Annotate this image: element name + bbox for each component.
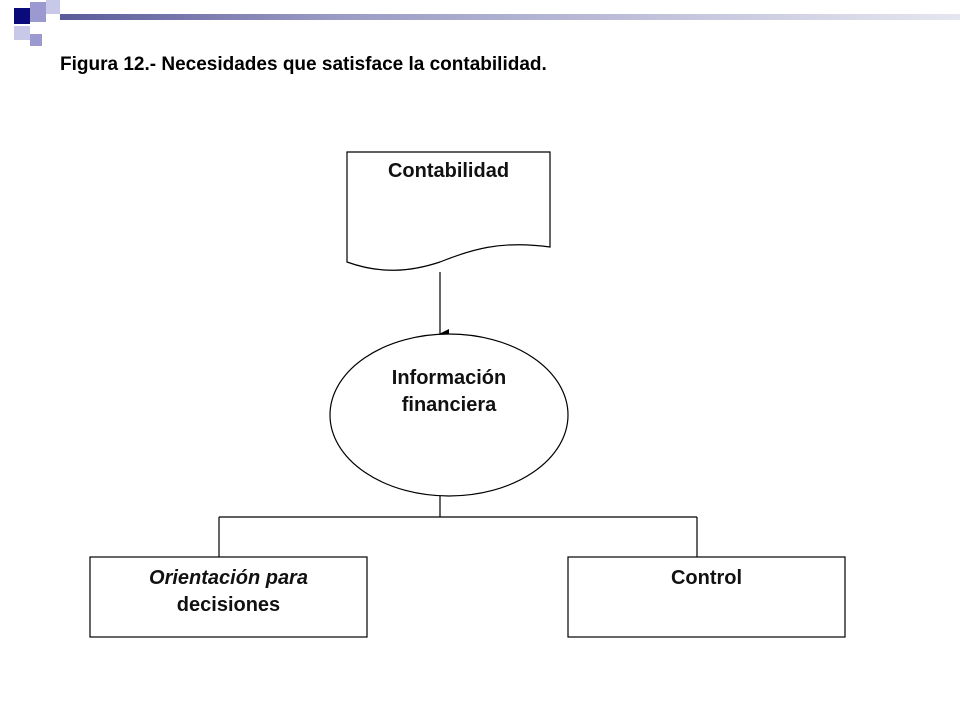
informacion-label-line1: Información — [391, 367, 507, 389]
decorative-square-periwinkle-lower — [30, 34, 42, 46]
orientacion-rectangle-shape — [89, 556, 368, 638]
control-label: Control — [568, 565, 845, 592]
header-gradient-line — [60, 14, 960, 20]
orientacion-label-line2: decisiones — [176, 594, 281, 616]
orientacion-label: Orientación para decisiones — [90, 565, 367, 619]
orientacion-label-line1: Orientación para — [149, 567, 308, 589]
informacion-ellipse-shape — [329, 333, 569, 497]
control-rectangle-shape — [567, 556, 846, 638]
contabilidad-label: Contabilidad — [347, 158, 550, 185]
contabilidad-document-shape — [346, 151, 551, 271]
control-label-text: Control — [670, 567, 743, 589]
informacion-label: Información financiera — [330, 365, 568, 419]
decorative-square-light-lower — [14, 26, 30, 40]
decorative-square-light — [46, 0, 60, 14]
decorative-square-periwinkle — [30, 2, 46, 22]
slide-title: Figura 12.- Necesidades que satisface la… — [60, 54, 547, 75]
decorative-square-navy — [14, 8, 30, 24]
contabilidad-label-text: Contabilidad — [387, 160, 510, 182]
informacion-label-line2: financiera — [401, 394, 497, 416]
